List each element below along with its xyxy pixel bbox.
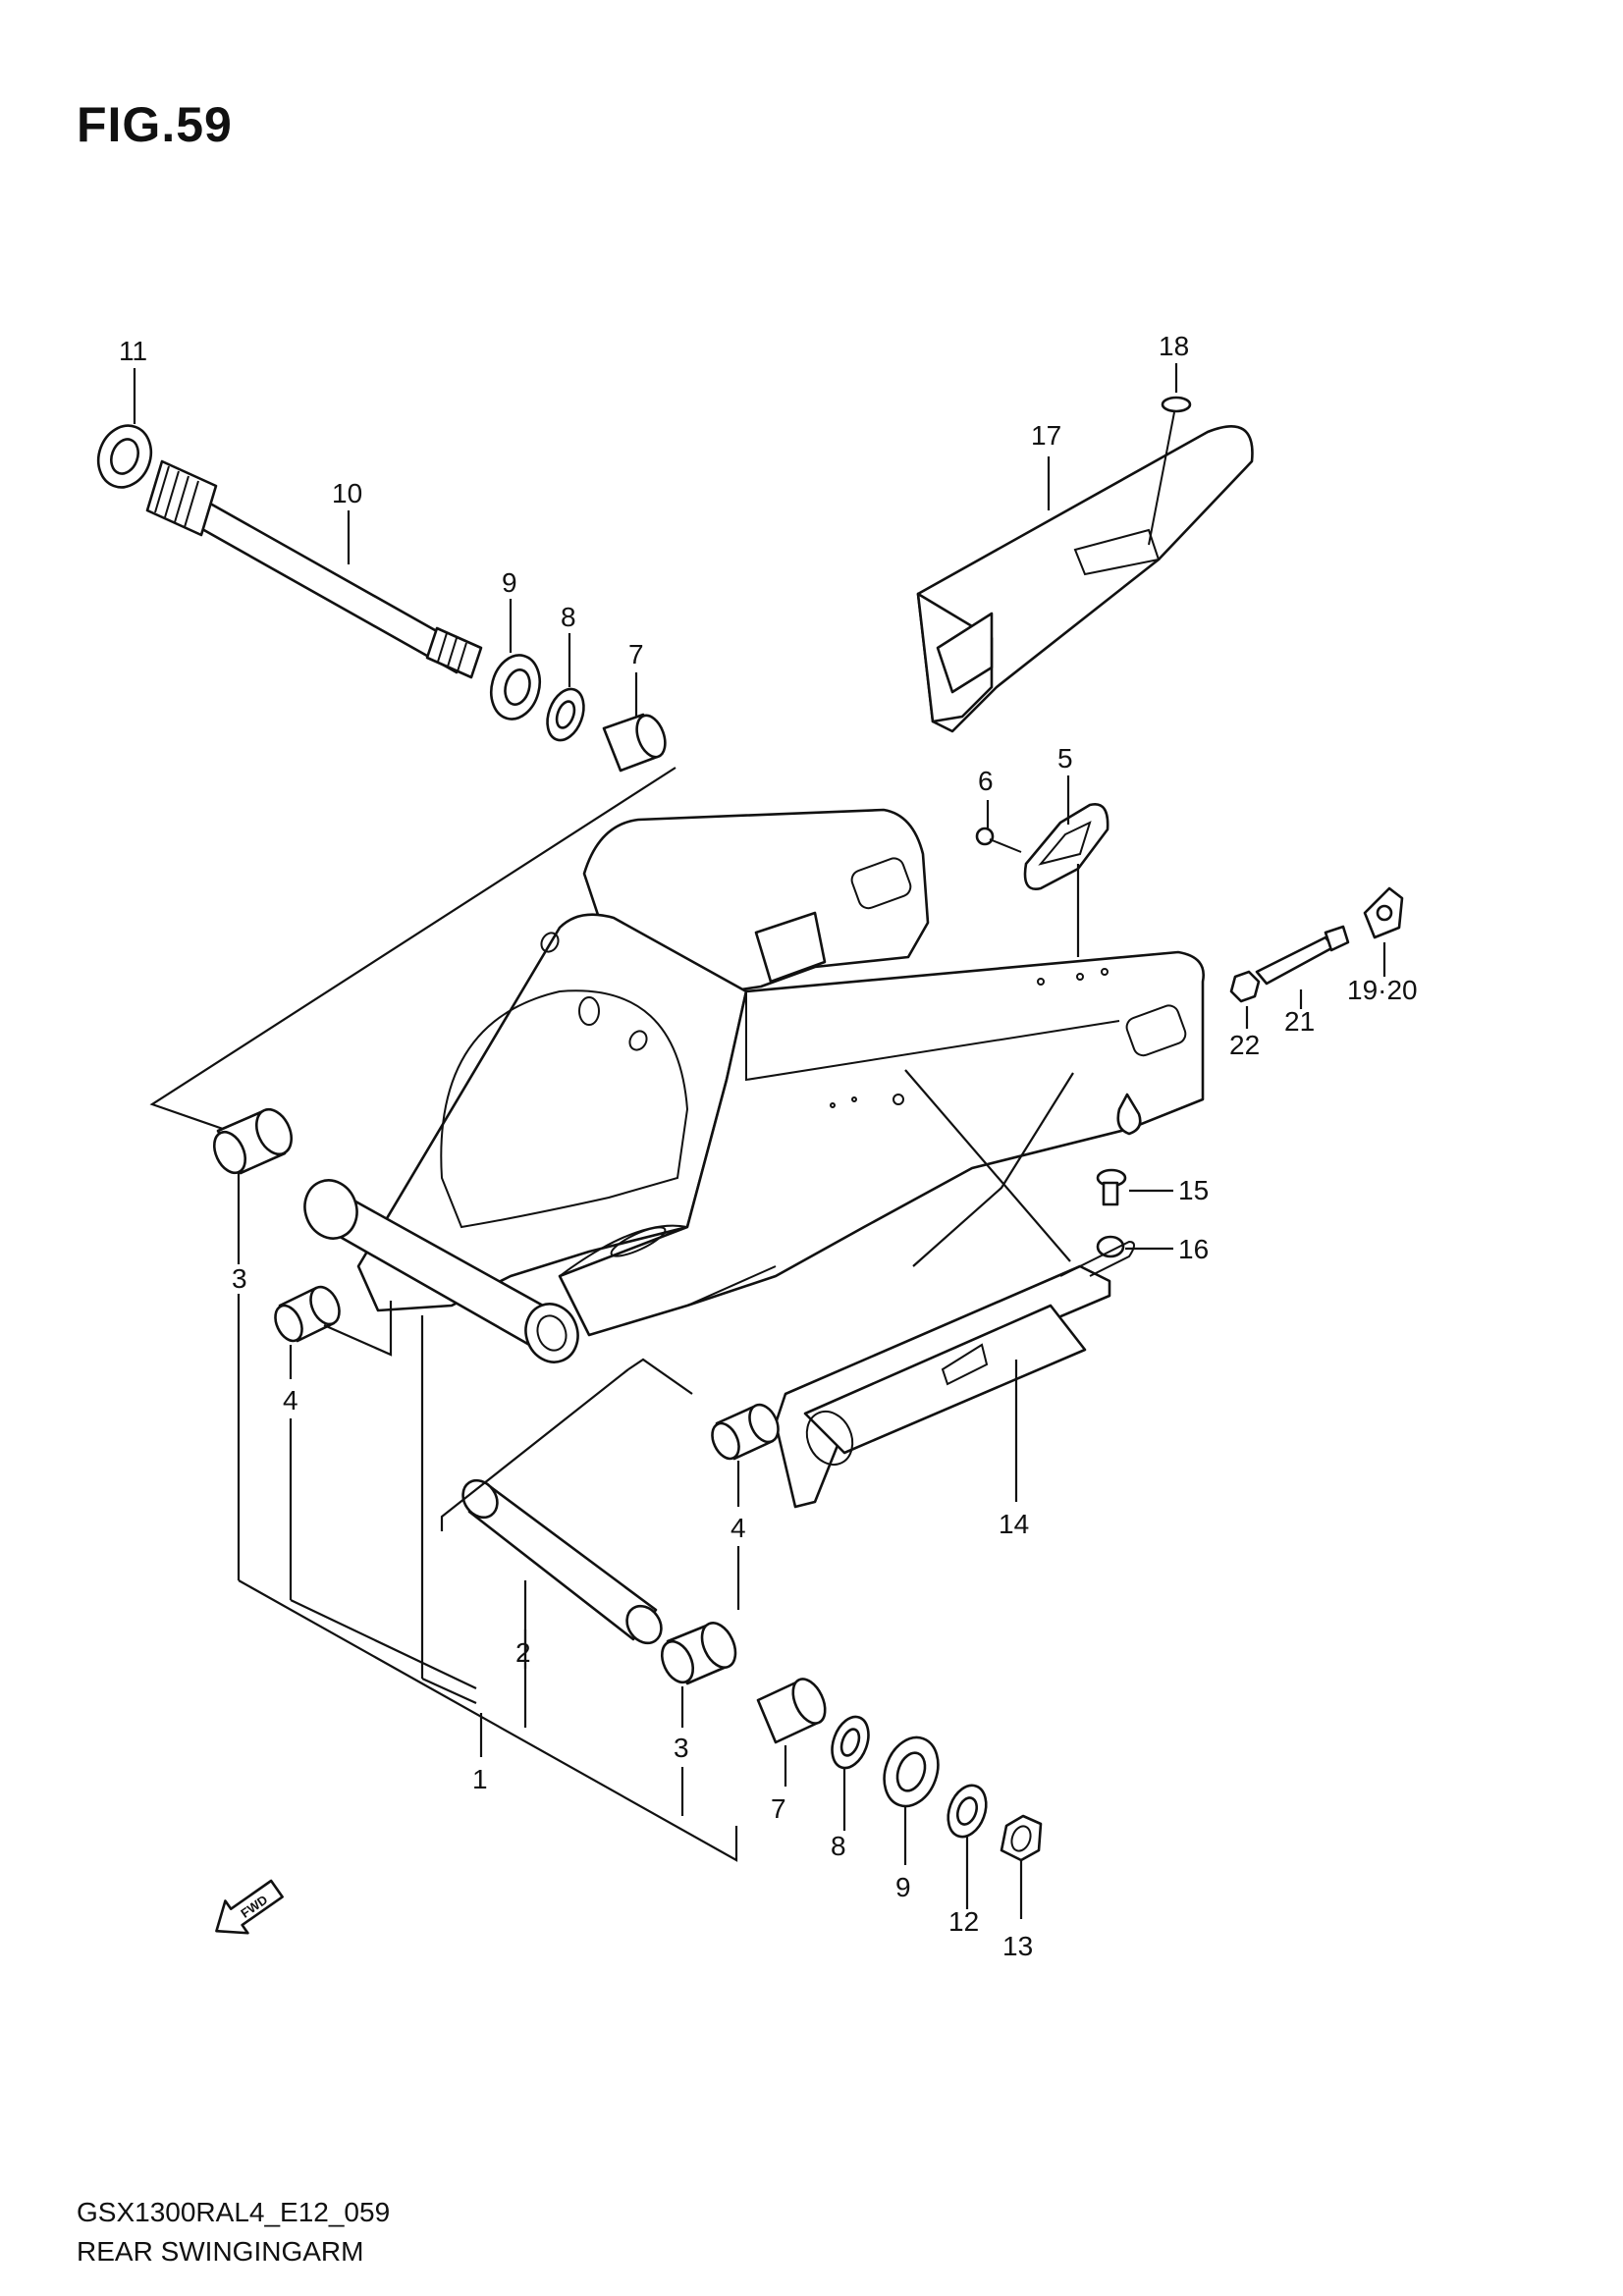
part-4-bearing-upper xyxy=(274,1285,341,1343)
forward-direction-arrow: FWD xyxy=(215,1879,284,1935)
callout-18: 18 xyxy=(1159,331,1189,361)
callout-22: 22 xyxy=(1229,1030,1260,1060)
part-5-bracket xyxy=(1023,803,1109,957)
callout-7-top: 7 xyxy=(628,639,644,669)
part-8-washer-top xyxy=(546,687,585,742)
callout-4-lower: 4 xyxy=(730,1513,746,1543)
callout-14: 14 xyxy=(999,1509,1029,1539)
part-16-collar xyxy=(1096,1235,1125,1258)
part-12-washer xyxy=(947,1784,988,1839)
part-7-spacer-top xyxy=(602,713,667,773)
part-group-name: REAR SWINGINGARM xyxy=(77,2236,364,2267)
callout-6: 6 xyxy=(978,766,994,796)
callout-8-top: 8 xyxy=(561,602,576,632)
part-13-nut xyxy=(1000,1814,1043,1862)
part-9-seal-top xyxy=(489,654,542,721)
callout-3-lower: 3 xyxy=(674,1733,689,1763)
part-7-spacer-lower xyxy=(756,1678,827,1744)
part-9-seal-lower xyxy=(883,1735,940,1808)
callout-10: 10 xyxy=(332,478,362,508)
part-8-washer-lower xyxy=(831,1715,870,1770)
part-3-bearing-lower xyxy=(660,1622,737,1685)
callout-3-upper: 3 xyxy=(232,1263,247,1294)
figure-title: FIG.59 xyxy=(77,97,233,152)
leader-lines xyxy=(133,363,1386,1919)
callout-17: 17 xyxy=(1031,420,1061,451)
callout-13: 13 xyxy=(1002,1931,1033,1961)
callout-8-lower: 8 xyxy=(831,1831,846,1861)
callout-19-20: 19·20 xyxy=(1347,975,1418,1005)
callout-5: 5 xyxy=(1057,743,1073,774)
callout-labels: 11 10 9 8 7 18 17 6 5 19·20 21 22 15 16 … xyxy=(119,331,1418,1961)
model-code: GSX1300RAL4_E12_059 xyxy=(77,2197,391,2227)
callout-2: 2 xyxy=(515,1637,531,1668)
callout-15: 15 xyxy=(1178,1175,1209,1205)
callout-9-lower: 9 xyxy=(895,1872,911,1902)
callout-11: 11 xyxy=(119,336,147,366)
part-6-bolt xyxy=(975,827,1022,853)
part-19-20-adjuster xyxy=(1363,886,1404,939)
part-1-swingarm xyxy=(303,808,1205,1363)
part-21-adjuster-bolt xyxy=(1255,925,1350,986)
part-14-chain-guard xyxy=(774,1240,1135,1509)
part-10-pivot-shaft xyxy=(145,459,483,679)
part-18-screw xyxy=(1148,396,1192,546)
callout-4-upper: 4 xyxy=(283,1385,298,1415)
callout-16: 16 xyxy=(1178,1234,1209,1264)
callout-9-top: 9 xyxy=(502,567,517,598)
part-2-spacer-pipe xyxy=(461,1478,663,1645)
callout-12: 12 xyxy=(948,1906,979,1937)
part-22-nut xyxy=(1229,970,1261,1003)
part-17-chain-cover xyxy=(916,425,1254,733)
part-4-bearing-lower xyxy=(711,1403,780,1461)
part-15-bolt xyxy=(1096,1168,1127,1206)
callout-7-lower: 7 xyxy=(771,1793,786,1824)
callout-1: 1 xyxy=(472,1764,488,1794)
callout-21: 21 xyxy=(1284,1006,1315,1037)
part-3-bearing-upper xyxy=(212,1107,293,1175)
part-11-seal xyxy=(96,424,153,489)
